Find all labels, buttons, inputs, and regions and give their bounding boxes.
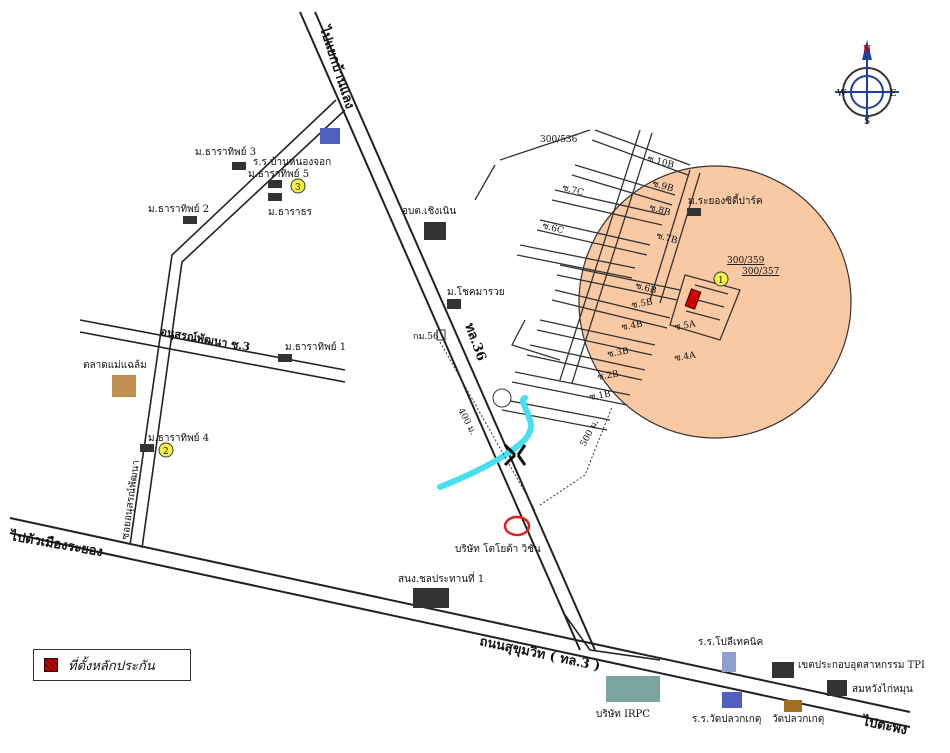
label-west: ไปตัวเมืองระยอง [7,527,104,560]
svg-text:W: W [837,89,847,99]
wat-icon [784,700,802,712]
soi-label: ซ.2B [597,369,620,383]
label-obt: อบต.เชิงเนิน [402,206,456,217]
soi-label: ซ.1B [589,389,612,403]
plot-357: 300/357 [742,267,780,277]
label-chokmarauy: ม.โชคมารวย [447,285,505,298]
label-tharathip5: ม.ธาราทิพย์ 5 [248,168,309,180]
marker-2: 2 [158,442,174,458]
label-tharathorn: ม.ธาราธร [268,207,313,218]
distance-400-line [439,341,536,511]
map-legend: ที่ตั้งหลักประกัน [33,649,191,681]
label-km56: กม.56 [413,332,439,342]
soi-grid [474,129,741,431]
label-tharathip3: ม.ธาราทิพย์ 3 [195,146,256,158]
irpc-icon [606,676,660,702]
soi-label: ซ.4B [621,319,644,333]
building-icons [140,162,794,678]
label-tharathip4: ม.ธาราทิพย์ 4 [148,432,209,444]
plot-536: 300/536 [540,135,578,145]
label-police: สนง.ชลประทานที่ 1 [398,571,484,585]
label-irpc: บริษัท IRPC [596,709,650,720]
mercedes-icon [492,388,512,408]
radius-circle [578,165,852,439]
soi-label: ซ.10B [646,154,675,171]
collateral-swatch-icon [44,658,58,672]
soi-label: ซ.5B [631,297,654,311]
label-wat: วัดปลวกเกตุ [772,714,824,725]
marker-3: 3 [290,178,306,194]
wat-school-icon [722,692,742,708]
compass-icon: N S E W [835,40,899,127]
plot-359: 300/359 [727,256,765,266]
canal [437,395,534,490]
school-icon [320,128,340,144]
label-anusorn-vertical: ซอยอนุสรณ์พัฒนา [119,459,142,540]
bridge-icon [503,443,527,467]
svg-text:1: 1 [718,276,724,286]
svg-text:N: N [863,45,871,55]
marker-1: 1 [713,271,729,287]
label-tharathip2: ม.ธาราทิพย์ 2 [148,203,209,215]
label-polytech: ร.ร.โปลีเทคนิค [698,635,763,648]
label-chicken: สมหวังไก่หมุน [852,683,913,695]
label-tharathip1: ม.ธาราทิพย์ 1 [285,341,346,353]
label-market: ตลาดแม่แฉล้ม [83,359,147,371]
label-wat-school: ร.ร.วัดปลวกเกตุ [692,714,761,725]
collateral-plot [684,288,702,310]
distance-500-line [539,406,613,506]
svg-text:3: 3 [295,183,301,193]
legend-label: ที่ตั้งหลักประกัน [68,658,155,674]
distance-500-label: 500 ม. [579,418,601,448]
label-school-nongjok: ร.ร.บ้านหนองจอก [253,156,331,168]
svg-text:E: E [890,89,897,99]
label-east: ไปตะพง [859,712,909,738]
toyota-logo-icon [503,515,531,537]
label-toyota: บริษัท โตโยต้า วิชั่น [455,541,541,555]
soi-label: ซ.7C [561,183,585,198]
soi-labels: ซ.10B ซ.9B ซ.8B ซ.7B ซ.7C ซ.6C ซ.6B ซ.5B… [541,154,697,403]
soi-label: ซ.3B [607,346,630,360]
chicken-icon [827,680,847,696]
svg-text:S: S [864,117,870,127]
km-marker-icon [436,329,446,341]
market-icon [112,375,136,397]
soi-label: ซ.5A [674,319,697,333]
soi-label: ซ.4A [674,350,697,364]
main-roads [9,11,911,728]
label-rayong-city: ม.ระยองซิตี้ปาร์ค [688,193,763,207]
label-tpi: เขตประกอบอุตสาหกรรม TPI [798,660,925,671]
svg-text:2: 2 [163,447,169,457]
